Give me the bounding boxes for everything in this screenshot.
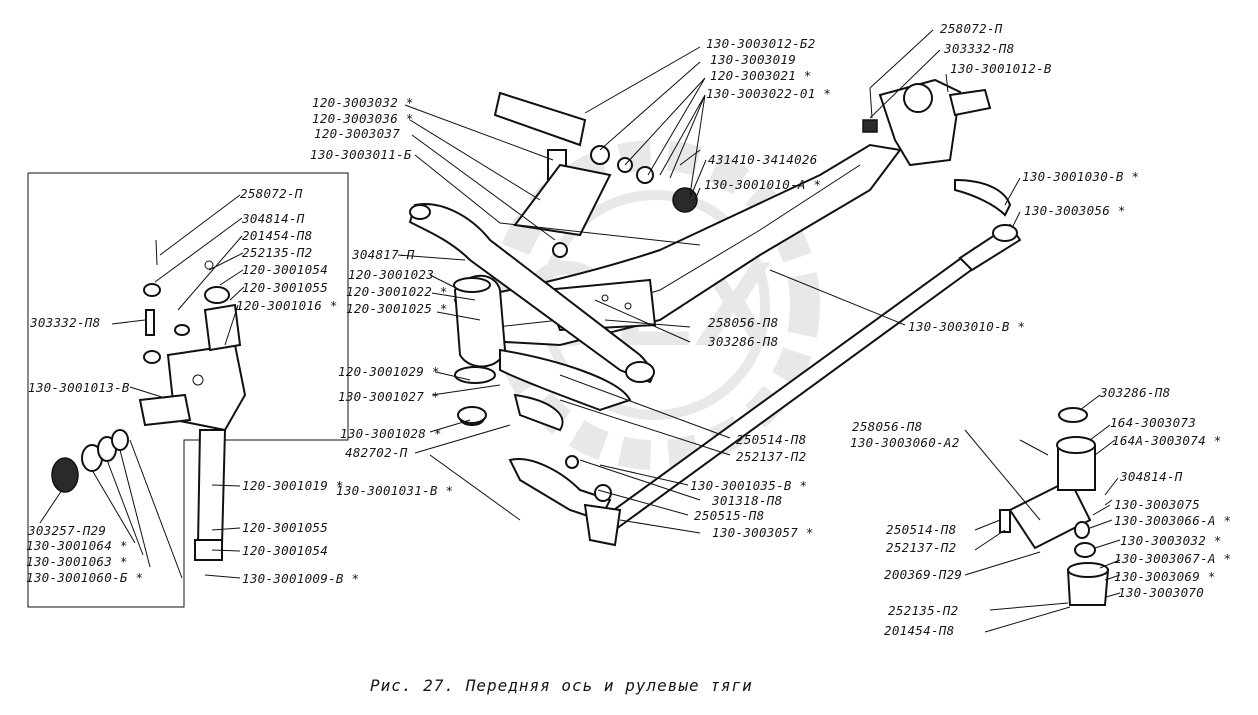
part-label: 201454-П8: [242, 228, 313, 243]
part-label: 130-3003075: [1114, 497, 1201, 512]
part-label: 120-3001054: [242, 262, 329, 277]
right-steering-knuckle: [862, 78, 992, 167]
lower-steering-arm: [457, 393, 622, 547]
part-label: 304817-П: [352, 247, 415, 262]
part-label: 130-3001009-В *: [242, 571, 360, 586]
part-label: 258056-П8: [852, 419, 923, 434]
part-label: 120-3001055: [242, 280, 329, 295]
part-label: 250514-П8: [736, 432, 807, 447]
part-label: 130-3001031-В *: [336, 483, 454, 498]
part-label: 130-3001013-В: [28, 380, 130, 395]
part-label: 120-3001025 *: [346, 301, 448, 316]
part-label: 130-3001028 *: [340, 426, 442, 441]
part-label: 130-3003011-Б: [310, 147, 412, 162]
part-label: 303332-П8: [944, 41, 1015, 56]
part-label: 120-3003032 *: [312, 95, 414, 110]
part-label: 130-3003056 *: [1024, 203, 1126, 218]
part-label: 200369-П29: [884, 567, 963, 582]
part-label: 130-3001035-В *: [690, 478, 808, 493]
part-label: 304814-П: [1120, 469, 1183, 484]
part-label: 130-3003019: [710, 52, 797, 67]
part-label: 301318-П8: [712, 493, 783, 508]
part-label: 120-3001022 *: [346, 284, 448, 299]
part-label: 303286-П8: [1100, 385, 1171, 400]
part-label: 252135-П2: [888, 603, 959, 618]
part-label: 252135-П2: [242, 245, 313, 260]
part-label: 258056-П8: [708, 315, 779, 330]
inset-frame: [27, 172, 349, 608]
part-label: 130-3003060-А2: [850, 435, 960, 450]
inset-bearings: [51, 429, 129, 493]
part-label: 120-3001019 *: [242, 478, 344, 493]
figure-caption: Рис. 27. Передняя ось и рулевые тяги: [370, 676, 753, 695]
part-label: 130-3001060-Б *: [26, 570, 144, 585]
part-label: 130-3003067-А *: [1114, 551, 1232, 566]
part-label: 303332-П8: [30, 315, 101, 330]
part-label: 120-3003021 *: [710, 68, 812, 83]
part-label: 120-3001016 *: [236, 298, 338, 313]
part-label: 164-3003073: [1110, 415, 1197, 430]
part-label: 130-3001063 *: [26, 554, 128, 569]
upper-steering-rod: [493, 91, 701, 258]
part-label: 130-3003069 *: [1114, 569, 1216, 584]
part-label: 201454-П8: [884, 623, 955, 638]
part-label: 252137-П2: [886, 540, 957, 555]
drag-link: [408, 203, 655, 384]
part-label: 431410-3414026: [708, 152, 818, 167]
part-label: 130-3003032 *: [1120, 533, 1222, 548]
part-label: 130-3001027 *: [338, 389, 440, 404]
part-label: 130-3001012-В: [950, 61, 1052, 76]
part-label: 482702-П: [345, 445, 408, 460]
part-label: 130-3003057 *: [712, 525, 814, 540]
part-label: 120-3003037: [314, 126, 401, 141]
leader-lines: [39, 29, 1121, 633]
part-label: 250515-П8: [694, 508, 765, 523]
part-label: 304814-П: [242, 211, 305, 226]
part-label: 130-3003010-В *: [908, 319, 1026, 334]
part-label: 252137-П2: [736, 449, 807, 464]
part-label: 258072-П: [240, 186, 303, 201]
part-label: 303257-П29: [28, 523, 107, 538]
part-label: 130-3003012-Б2: [706, 36, 816, 51]
part-label: 130-3001010-А *: [704, 177, 822, 192]
part-label: 130-3001030-В *: [1022, 169, 1140, 184]
ball-joint-assembly: [999, 407, 1113, 606]
part-label: 130-3003070: [1118, 585, 1205, 600]
part-label: 120-3001054: [242, 543, 329, 558]
part-label: 250514-П8: [886, 522, 957, 537]
inset-knuckle: [138, 239, 247, 561]
part-label: 120-3003036 *: [312, 111, 414, 126]
part-label: 130-3003022-01 *: [706, 86, 832, 101]
part-label: 303286-П8: [708, 334, 779, 349]
part-label: 130-3003066-А *: [1114, 513, 1232, 528]
part-label: 258072-П: [940, 21, 1003, 36]
part-label: 120-3001055: [242, 520, 329, 535]
part-label: 120-3001029 *: [338, 364, 440, 379]
part-label: 120-3001023: [348, 267, 435, 282]
part-label: 130-3001064 *: [26, 538, 128, 553]
part-label: 164А-3003074 *: [1112, 433, 1222, 448]
